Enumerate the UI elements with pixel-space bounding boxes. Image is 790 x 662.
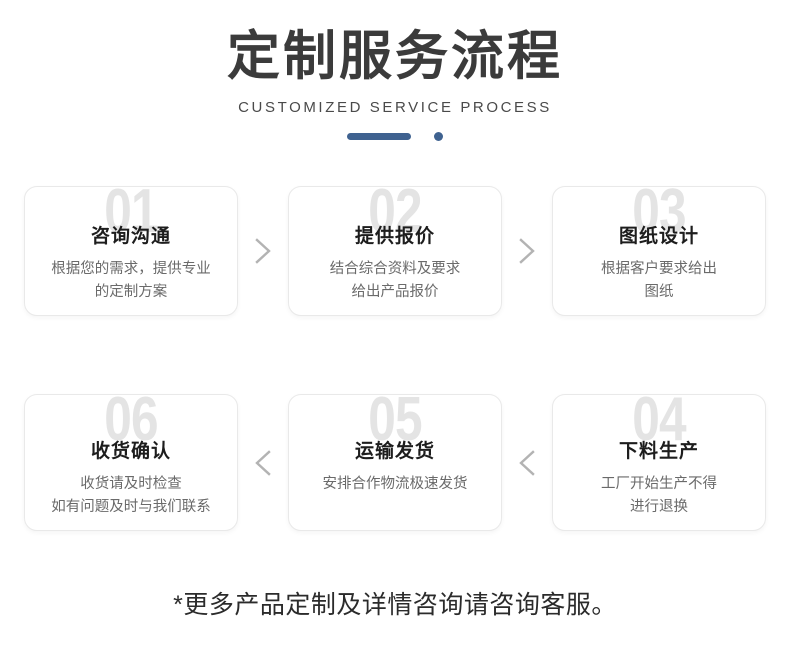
card-description-line: 如有问题及时与我们联系 (51, 499, 211, 516)
process-flow: 01 咨询沟通 根据您的需求，提供专业 的定制方案 02 提供报价 结合综合资料… (0, 186, 790, 531)
process-card-06[interactable]: 06 收货确认 收货请及时检查 如有问题及时与我们联系 (24, 394, 238, 531)
card-title: 提供报价 (354, 226, 435, 247)
card-description: 安排合作物流极速发货 (289, 473, 501, 496)
card-title: 咨询沟通 (90, 226, 171, 247)
process-card-03[interactable]: 03 图纸设计 根据客户要求给出 图纸 (552, 186, 766, 316)
card-description-line: 工厂开始生产不得 (601, 475, 717, 492)
card-description-line: 给出产品报价 (351, 284, 439, 301)
card-description: 结合综合资料及要求 给出产品报价 (289, 258, 501, 305)
chevron-left-icon (238, 394, 288, 531)
card-content: 图纸设计 根据客户要求给出 图纸 (553, 187, 765, 305)
process-row-two: 06 收货确认 收货请及时检查 如有问题及时与我们联系 05 运输发货 安排合作… (0, 394, 790, 531)
card-description-line: 图纸 (644, 284, 674, 301)
footer-note: *更多产品定制及详情咨询请咨询客服。 (173, 591, 617, 619)
card-content: 咨询沟通 根据您的需求，提供专业 的定制方案 (25, 187, 237, 305)
header-divider (347, 131, 443, 141)
card-description: 根据您的需求，提供专业 的定制方案 (25, 258, 237, 305)
process-card-05[interactable]: 05 运输发货 安排合作物流极速发货 (288, 394, 502, 531)
page-title: 定制服务流程 (227, 27, 563, 86)
chevron-right-icon (502, 186, 552, 316)
process-card-02[interactable]: 02 提供报价 结合综合资料及要求 给出产品报价 (288, 186, 502, 316)
card-description-line: 结合综合资料及要求 (329, 260, 461, 277)
page-subtitle: CUSTOMIZED SERVICE PROCESS (238, 99, 552, 117)
card-description-line: 收货请及时检查 (80, 475, 182, 492)
chevron-left-icon (502, 394, 552, 531)
process-card-01[interactable]: 01 咨询沟通 根据您的需求，提供专业 的定制方案 (24, 186, 238, 316)
card-description-line: 安排合作物流极速发货 (322, 475, 468, 492)
card-title: 收货确认 (90, 441, 171, 462)
card-description-line: 进行退换 (630, 499, 688, 516)
card-title: 图纸设计 (618, 226, 699, 247)
page-header: 定制服务流程 CUSTOMIZED SERVICE PROCESS (0, 0, 790, 141)
card-description: 收货请及时检查 如有问题及时与我们联系 (25, 473, 237, 520)
card-description-line: 根据客户要求给出 (601, 260, 717, 277)
card-title: 下料生产 (618, 441, 699, 462)
process-card-04[interactable]: 04 下料生产 工厂开始生产不得 进行退换 (552, 394, 766, 531)
card-content: 下料生产 工厂开始生产不得 进行退换 (553, 395, 765, 520)
card-description: 工厂开始生产不得 进行退换 (553, 473, 765, 520)
card-description: 根据客户要求给出 图纸 (553, 258, 765, 305)
card-content: 收货确认 收货请及时检查 如有问题及时与我们联系 (25, 395, 237, 520)
chevron-right-icon (238, 186, 288, 316)
card-title: 运输发货 (354, 441, 435, 462)
card-content: 运输发货 安排合作物流极速发货 (289, 395, 501, 496)
process-row-one: 01 咨询沟通 根据您的需求，提供专业 的定制方案 02 提供报价 结合综合资料… (0, 186, 790, 316)
card-description-line: 根据您的需求，提供专业 (51, 260, 211, 277)
card-content: 提供报价 结合综合资料及要求 给出产品报价 (289, 187, 501, 305)
divider-bar (347, 132, 411, 140)
card-description-line: 的定制方案 (94, 284, 168, 301)
divider-dot (434, 131, 443, 141)
